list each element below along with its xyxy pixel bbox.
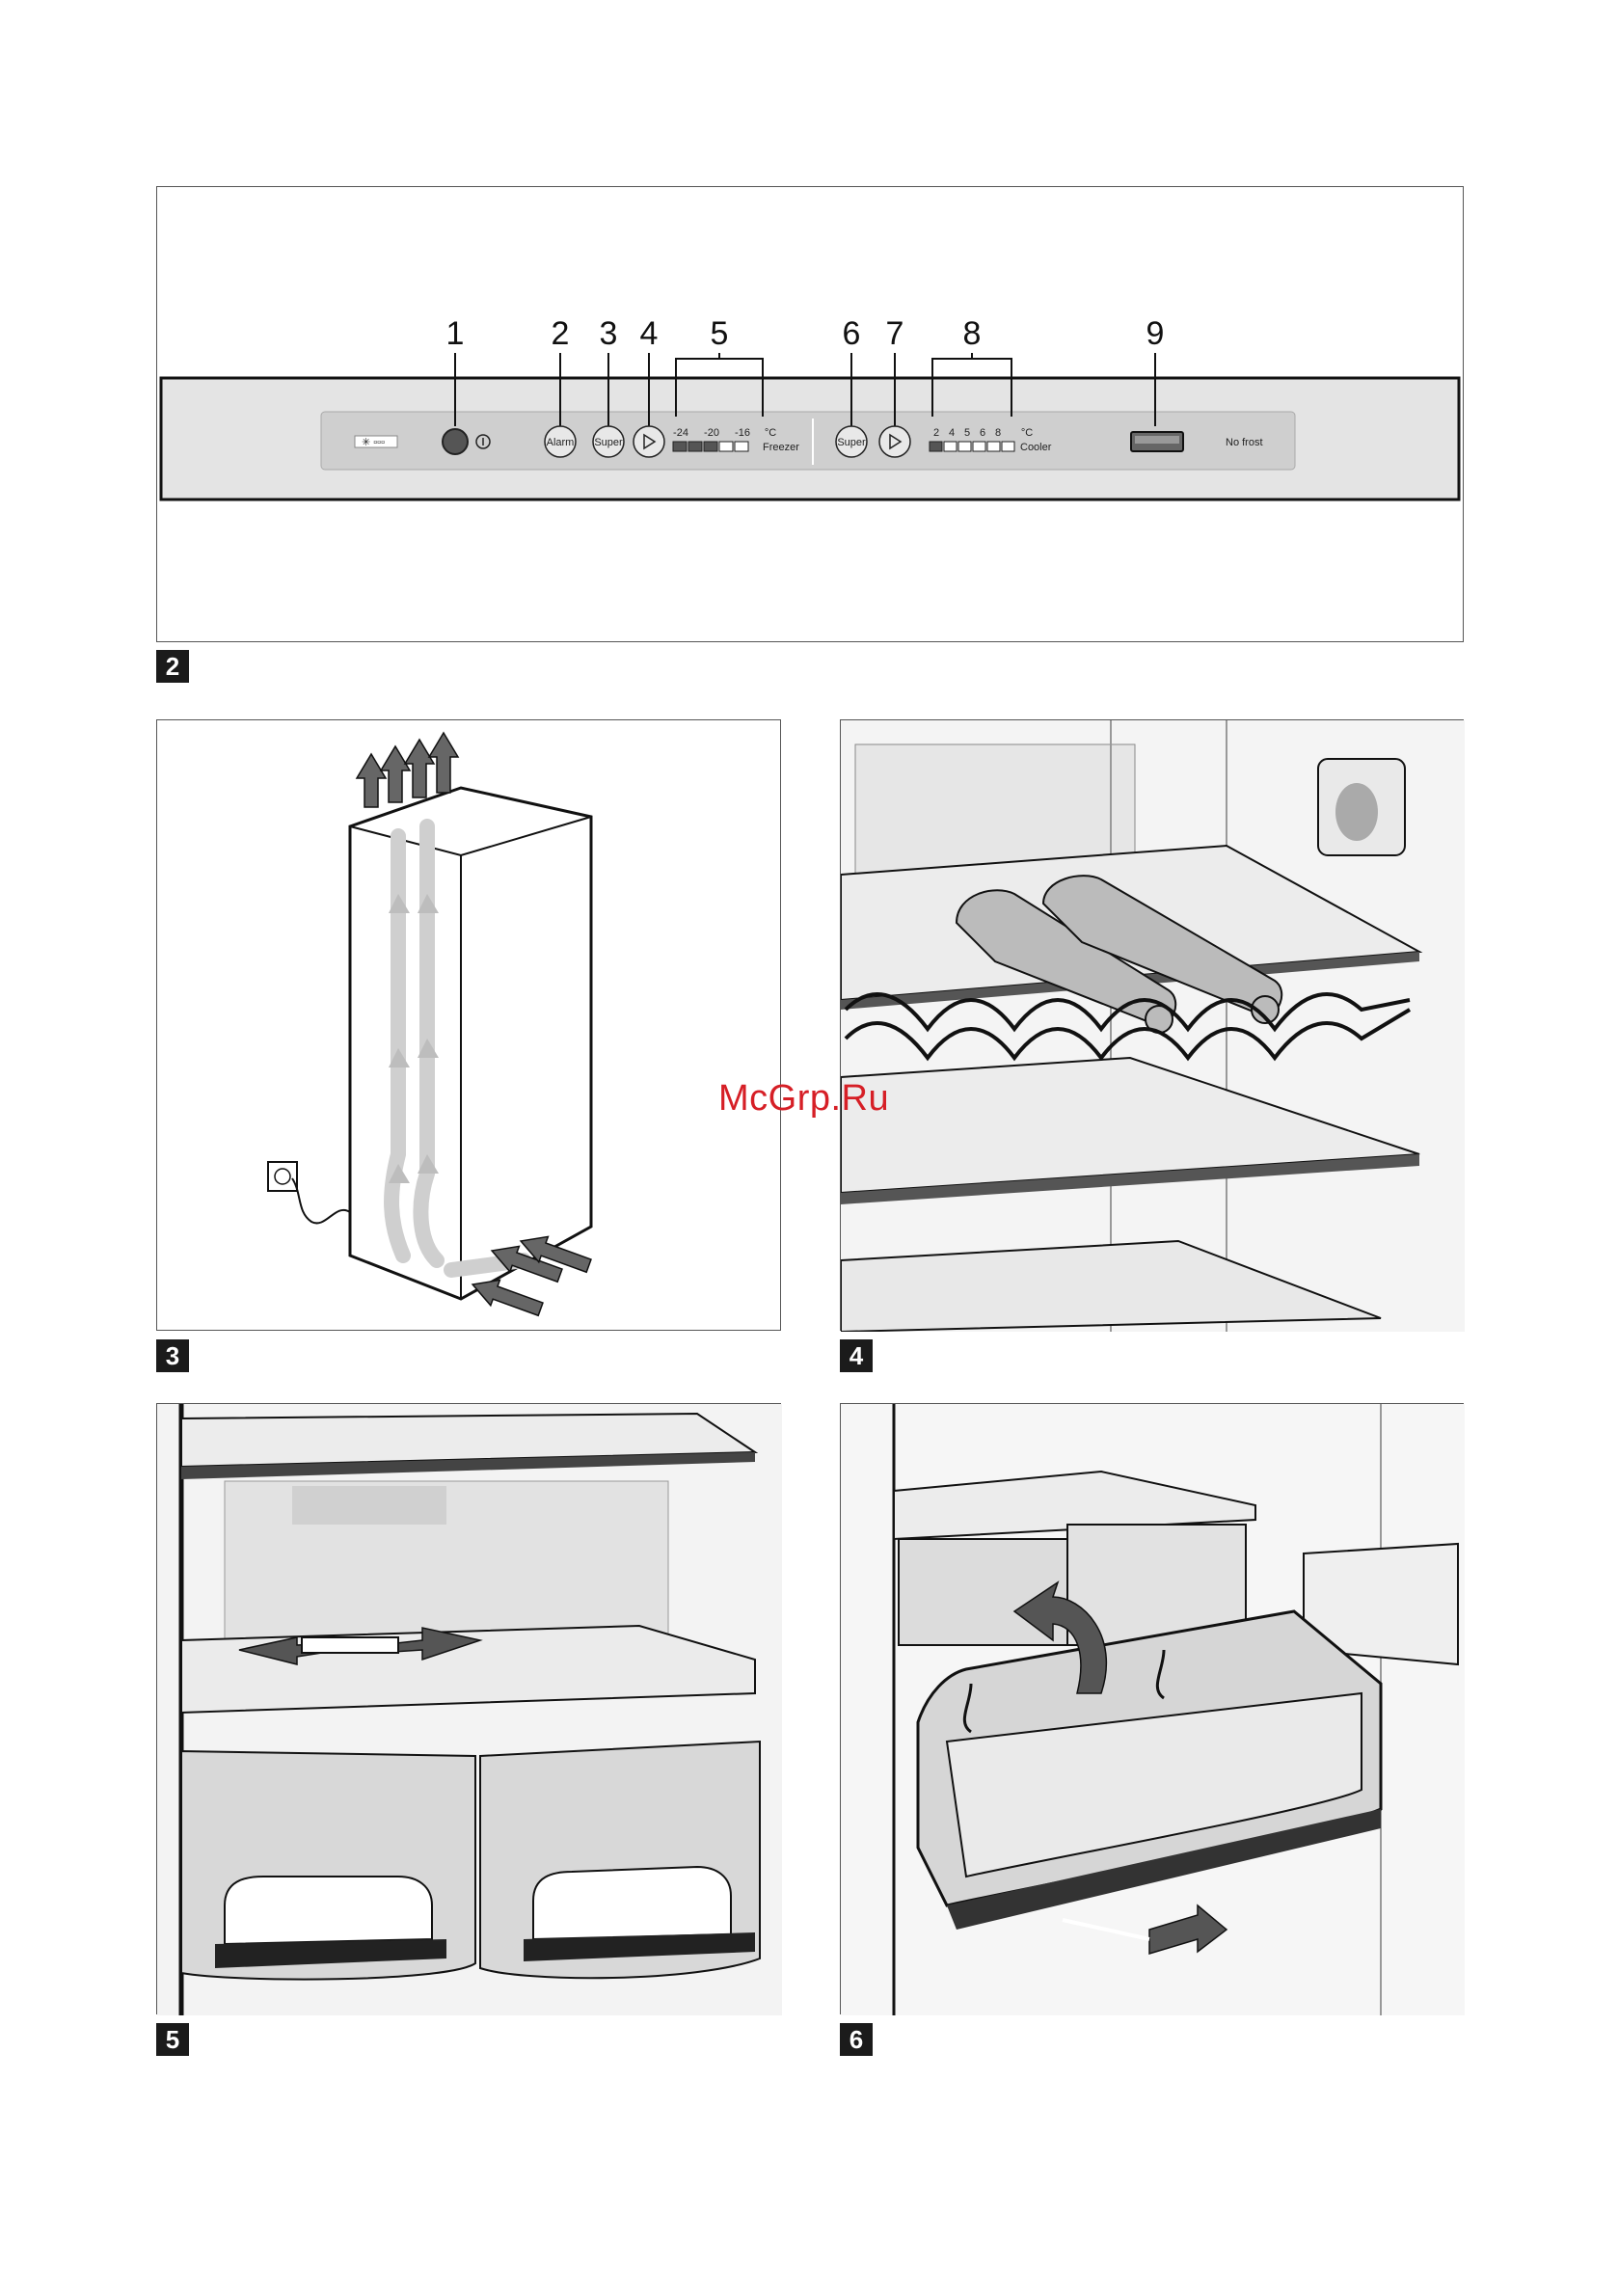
cooler-scale-8: 8: [995, 427, 1001, 439]
callout-4: 4: [640, 315, 659, 352]
cooler-scale-5: 5: [964, 427, 970, 439]
figure-4-frame: [840, 719, 1464, 1331]
nofrost-label: No frost: [1226, 437, 1263, 448]
freezer-label: Freezer: [763, 442, 799, 453]
callout-6: 6: [843, 315, 861, 352]
figure-5-tag: 5: [156, 2023, 189, 2056]
callout-2: 2: [552, 315, 570, 352]
figure-2-frame: 1 2 3 4 5 6 7 8 9 ✳ ▫▫▫: [156, 186, 1464, 642]
figure-3-frame: [156, 719, 781, 1331]
callout-5: 5: [711, 315, 729, 352]
callout-1: 1: [446, 315, 465, 352]
fan-symbol-icon: ✳ ▫▫▫: [355, 436, 397, 448]
freezer-temperature-bar: [673, 442, 748, 451]
power-button[interactable]: [443, 429, 468, 454]
airflow-illustration: [157, 720, 782, 1332]
callout-9: 9: [1146, 315, 1165, 352]
cooler-select-button[interactable]: [879, 426, 910, 457]
figure-6-frame: [840, 1403, 1464, 2014]
control-panel-illustration: 1 2 3 4 5 6 7 8 9 ✳ ▫▫▫: [157, 187, 1465, 643]
cooler-scale-6: 6: [980, 427, 985, 439]
callout-3: 3: [600, 315, 618, 352]
cooler-unit: °C: [1021, 427, 1033, 439]
super-cooler-label: Super: [837, 437, 866, 448]
figure-5-frame: [156, 1403, 781, 2014]
drawer-divider-illustration: [157, 1404, 782, 2015]
freezer-scale-16: -16: [735, 427, 750, 439]
freezer-scale-20: -20: [704, 427, 719, 439]
cooler-label: Cooler: [1020, 442, 1052, 453]
cooler-scale-4: 4: [949, 427, 955, 439]
figure-4-tag: 4: [840, 1339, 873, 1372]
svg-text:✳ ▫▫▫: ✳ ▫▫▫: [362, 437, 385, 448]
freezer-scale-24: -24: [673, 427, 688, 439]
watermark-text: McGrp.Ru: [718, 1078, 889, 1120]
figure-2-tag: 2: [156, 650, 189, 683]
pullout-drawer-illustration: [841, 1404, 1465, 2015]
alarm-label: Alarm: [547, 437, 575, 448]
freezer-unit: °C: [765, 427, 776, 439]
callout-8: 8: [963, 315, 982, 352]
power-plug-icon: [268, 1162, 350, 1223]
freezer-select-button[interactable]: [634, 426, 664, 457]
cooler-scale-2: 2: [933, 427, 939, 439]
super-freezer-label: Super: [594, 437, 623, 448]
bottle-rack-illustration: [841, 720, 1465, 1332]
figure-3-tag: 3: [156, 1339, 189, 1372]
callout-7: 7: [886, 315, 904, 352]
figure-6-tag: 6: [840, 2023, 873, 2056]
